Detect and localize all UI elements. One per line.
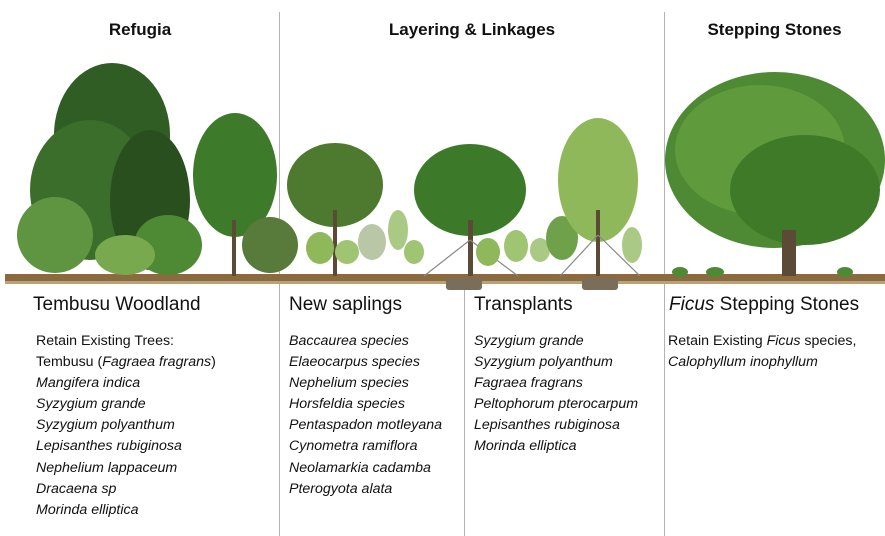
list-item: Tembusu (Fagraea fragrans) (36, 352, 216, 373)
tembusu-species-list: Retain Existing Trees: Tembusu (Fagraea … (36, 331, 216, 521)
list-item: Mangifera indica (36, 373, 216, 394)
column-title-new-saplings: New saplings (289, 294, 402, 316)
refugia-forest (17, 63, 298, 276)
column-title-ficus-stepping-stones: Ficus Stepping Stones (669, 294, 859, 316)
list-item: Baccaurea species (289, 331, 442, 352)
column-title-transplants: Transplants (474, 294, 573, 316)
list-item: Nephelium lappaceum (36, 458, 216, 479)
saplings-species-list: Baccaurea species Elaeocarpus species Ne… (289, 331, 442, 500)
list-item: Lepisanthes rubiginosa (36, 436, 216, 457)
list-item: Retain Existing Ficus species, (668, 331, 856, 352)
text: species, (800, 333, 856, 349)
section-header-layering-linkages: Layering & Linkages (280, 20, 664, 40)
text: ) (211, 354, 216, 370)
list-item: Syzygium grande (474, 331, 638, 352)
list-item: Pentaspadon motleyana (289, 415, 442, 436)
list-item: Neolamarkia cadamba (289, 458, 442, 479)
list-item: Syzygium polyanthum (36, 415, 216, 436)
ficus-italic: Ficus (669, 294, 714, 315)
list-item: Morinda elliptica (36, 500, 216, 521)
ficus-tree (665, 72, 885, 277)
list-item: Nephelium species (289, 373, 442, 394)
title-rest: Stepping Stones (714, 294, 859, 315)
text-italic: Ficus (767, 333, 801, 349)
divider-line (464, 280, 465, 536)
ficus-species-list: Retain Existing Ficus species, Calophyll… (668, 331, 856, 373)
layering-trees (287, 118, 642, 290)
list-item: Calophyllum inophyllum (668, 352, 856, 373)
ground-shadow (5, 281, 885, 284)
list-item: Elaeocarpus species (289, 352, 442, 373)
list-item: Syzygium grande (36, 394, 216, 415)
list-item: Syzygium polyanthum (474, 352, 638, 373)
list-item: Cynometra ramiflora (289, 436, 442, 457)
column-title-tembusu-woodland: Tembusu Woodland (33, 294, 201, 316)
list-item: Fagraea fragrans (474, 373, 638, 394)
text: Tembusu ( (36, 354, 102, 370)
tree-illustration (0, 40, 885, 300)
section-header-refugia: Refugia (0, 20, 280, 40)
section-header-stepping-stones: Stepping Stones (664, 20, 885, 40)
list-item: Lepisanthes rubiginosa (474, 415, 638, 436)
list-item: Horsfeldia species (289, 394, 442, 415)
list-item: Dracaena sp (36, 479, 216, 500)
text: Retain Existing (668, 333, 767, 349)
list-item: Peltophorum pterocarpum (474, 394, 638, 415)
ground-strip (5, 274, 885, 282)
list-item: Morinda elliptica (474, 436, 638, 457)
list-item: Retain Existing Trees: (36, 331, 216, 352)
list-item: Pterogyota alata (289, 479, 442, 500)
transplants-species-list: Syzygium grande Syzygium polyanthum Fagr… (474, 331, 638, 458)
text-italic: Fagraea fragrans (102, 354, 211, 370)
